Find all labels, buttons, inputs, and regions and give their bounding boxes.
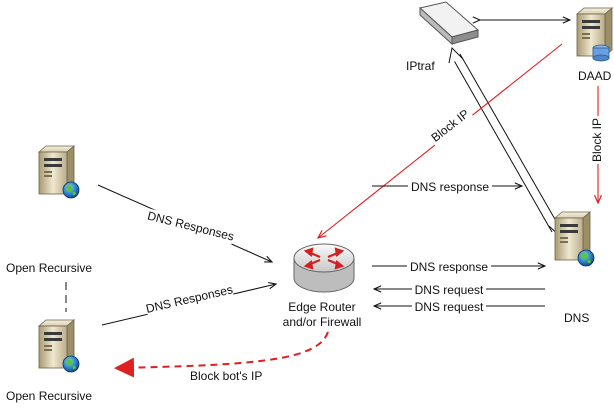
- iptraf-label: IPtraf: [406, 59, 435, 73]
- network-appliance-icon: [418, 1, 480, 46]
- iptraf-node: IPtraf: [406, 1, 480, 73]
- web-server-icon: [38, 319, 80, 373]
- open-recursive-bottom-node: Open Recursive: [6, 319, 92, 403]
- web-server-icon: [38, 145, 80, 199]
- dns-request-2-label: DNS request: [415, 300, 484, 314]
- daad-label: DAAD: [578, 69, 612, 83]
- web-server-icon: [554, 211, 595, 267]
- open-recursive-top-label: Open Recursive: [6, 261, 92, 275]
- dns-response-1-label: DNS response: [411, 180, 489, 194]
- edge-labels: DNS Responses DNS Responses DNS response…: [145, 105, 604, 383]
- block-ip-router-label: Block IP: [429, 107, 472, 145]
- router-label-line1: Edge Router: [288, 300, 355, 314]
- open-recursive-bottom-label: Open Recursive: [6, 389, 92, 403]
- database-server-icon: [576, 7, 613, 62]
- dns-label: DNS: [564, 311, 589, 325]
- router-label-line2: and/or Firewall: [283, 315, 362, 329]
- router-icon: [293, 243, 355, 293]
- block-bots-ip-label: Block bot's IP: [190, 369, 262, 383]
- daad-node: DAAD: [576, 7, 613, 83]
- dns-node: DNS: [554, 211, 595, 325]
- open-recursive-top-node: Open Recursive: [6, 145, 92, 275]
- block-ip-dns-label: Block IP: [590, 118, 604, 162]
- router-node: Edge Router and/or Firewall: [283, 243, 362, 329]
- iptraf-dns-link: [448, 46, 564, 240]
- dns-request-1-label: DNS request: [415, 283, 484, 297]
- block-bots-ip-line: [114, 331, 329, 378]
- dns-response-2-label: DNS response: [410, 260, 488, 274]
